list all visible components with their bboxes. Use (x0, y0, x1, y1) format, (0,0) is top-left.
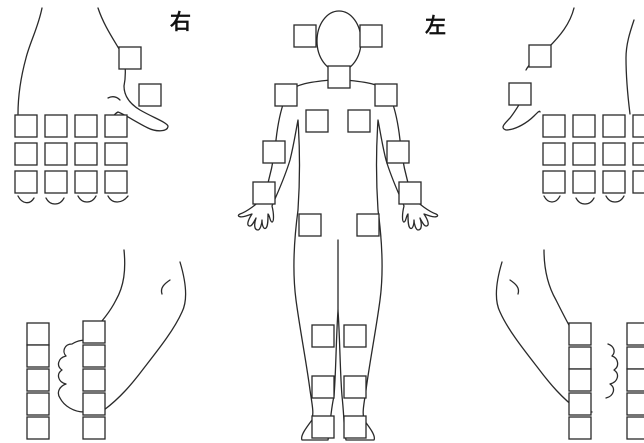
left-foot-joint-checkbox[interactable] (627, 369, 644, 391)
body-joint-checkbox[interactable] (344, 416, 366, 438)
right-foot-joint-checkbox[interactable] (27, 369, 49, 391)
left-hand-thumb-joint-checkbox[interactable] (529, 45, 551, 67)
body-joint-checkbox[interactable] (344, 325, 366, 347)
right-hand-finger-joint-checkbox[interactable] (105, 115, 127, 137)
right-hand-finger-joint-checkbox[interactable] (45, 115, 67, 137)
left-hand-finger-joint-checkbox[interactable] (543, 143, 565, 165)
right-foot-joint-checkbox[interactable] (27, 393, 49, 415)
left-foot-joint-checkbox[interactable] (569, 393, 591, 415)
left-foot-joint-checkbox[interactable] (569, 417, 591, 439)
left-foot-joint-checkbox[interactable] (569, 347, 591, 369)
right-foot-joint-checkbox[interactable] (83, 345, 105, 367)
left-foot-joint-checkbox[interactable] (569, 369, 591, 391)
right-hand-finger-joint-checkbox[interactable] (105, 143, 127, 165)
right-hand-finger-joint-checkbox[interactable] (15, 115, 37, 137)
right-hand-thumb-joint-checkbox[interactable] (139, 84, 161, 106)
body-joint-checkbox[interactable] (253, 182, 275, 204)
right-hand-finger-joint-checkbox[interactable] (15, 171, 37, 193)
left-foot-joint-checkbox[interactable] (569, 323, 591, 345)
right-foot-joint-checkbox[interactable] (83, 417, 105, 439)
right-hand-thumb-joint-checkbox[interactable] (119, 47, 141, 69)
left-hand-finger-joint-checkbox[interactable] (633, 115, 644, 137)
left-hand-finger-joint-checkbox[interactable] (573, 143, 595, 165)
left-foot-joint-checkbox[interactable] (627, 347, 644, 369)
body-joint-checkbox[interactable] (299, 214, 321, 236)
body-joint-checkbox[interactable] (328, 66, 350, 88)
body-joint-checkbox[interactable] (275, 84, 297, 106)
body-joint-checkbox[interactable] (360, 25, 382, 47)
body-joint-checkbox[interactable] (312, 416, 334, 438)
body-joint-checkbox[interactable] (263, 141, 285, 163)
left-hand-finger-joint-checkbox[interactable] (543, 171, 565, 193)
left-hand-finger-joint-checkbox[interactable] (573, 171, 595, 193)
right-foot-outline (58, 250, 185, 412)
right-hand-finger-joint-checkbox[interactable] (75, 115, 97, 137)
body-joint-checkbox[interactable] (312, 376, 334, 398)
joint-checkboxes (15, 25, 644, 439)
right-foot-joint-checkbox[interactable] (27, 417, 49, 439)
left-hand-finger-joint-checkbox[interactable] (573, 115, 595, 137)
body-joint-checkbox[interactable] (312, 325, 334, 347)
right-hand-finger-joint-checkbox[interactable] (75, 143, 97, 165)
left-hand-finger-joint-checkbox[interactable] (543, 115, 565, 137)
left-hand-finger-joint-checkbox[interactable] (633, 171, 644, 193)
body-joint-checkbox[interactable] (387, 141, 409, 163)
body-joint-checkbox[interactable] (375, 84, 397, 106)
right-foot-joint-checkbox[interactable] (83, 369, 105, 391)
body-joint-checkbox[interactable] (357, 214, 379, 236)
left-foot-joint-checkbox[interactable] (627, 323, 644, 345)
left-hand-thumb-joint-checkbox[interactable] (509, 83, 531, 105)
left-foot-joint-checkbox[interactable] (627, 417, 644, 439)
left-foot-joint-checkbox[interactable] (627, 393, 644, 415)
right-hand-finger-joint-checkbox[interactable] (75, 171, 97, 193)
body-joint-checkbox[interactable] (344, 376, 366, 398)
left-hand-finger-joint-checkbox[interactable] (633, 143, 644, 165)
right-foot-joint-checkbox[interactable] (83, 393, 105, 415)
right-hand-finger-joint-checkbox[interactable] (45, 143, 67, 165)
right-foot-joint-checkbox[interactable] (27, 345, 49, 367)
body-joint-checkbox[interactable] (306, 110, 328, 132)
right-foot-joint-checkbox[interactable] (83, 321, 105, 343)
right-foot-joint-checkbox[interactable] (27, 323, 49, 345)
left-hand-finger-joint-checkbox[interactable] (603, 143, 625, 165)
right-hand-finger-joint-checkbox[interactable] (105, 171, 127, 193)
right-hand-finger-joint-checkbox[interactable] (15, 143, 37, 165)
body-joint-checkbox[interactable] (294, 25, 316, 47)
right-hand-finger-joint-checkbox[interactable] (45, 171, 67, 193)
left-hand-finger-joint-checkbox[interactable] (603, 171, 625, 193)
left-foot-outline (496, 250, 617, 412)
left-hand-finger-joint-checkbox[interactable] (603, 115, 625, 137)
body-joint-checkbox[interactable] (348, 110, 370, 132)
body-joint-checkbox[interactable] (399, 182, 421, 204)
